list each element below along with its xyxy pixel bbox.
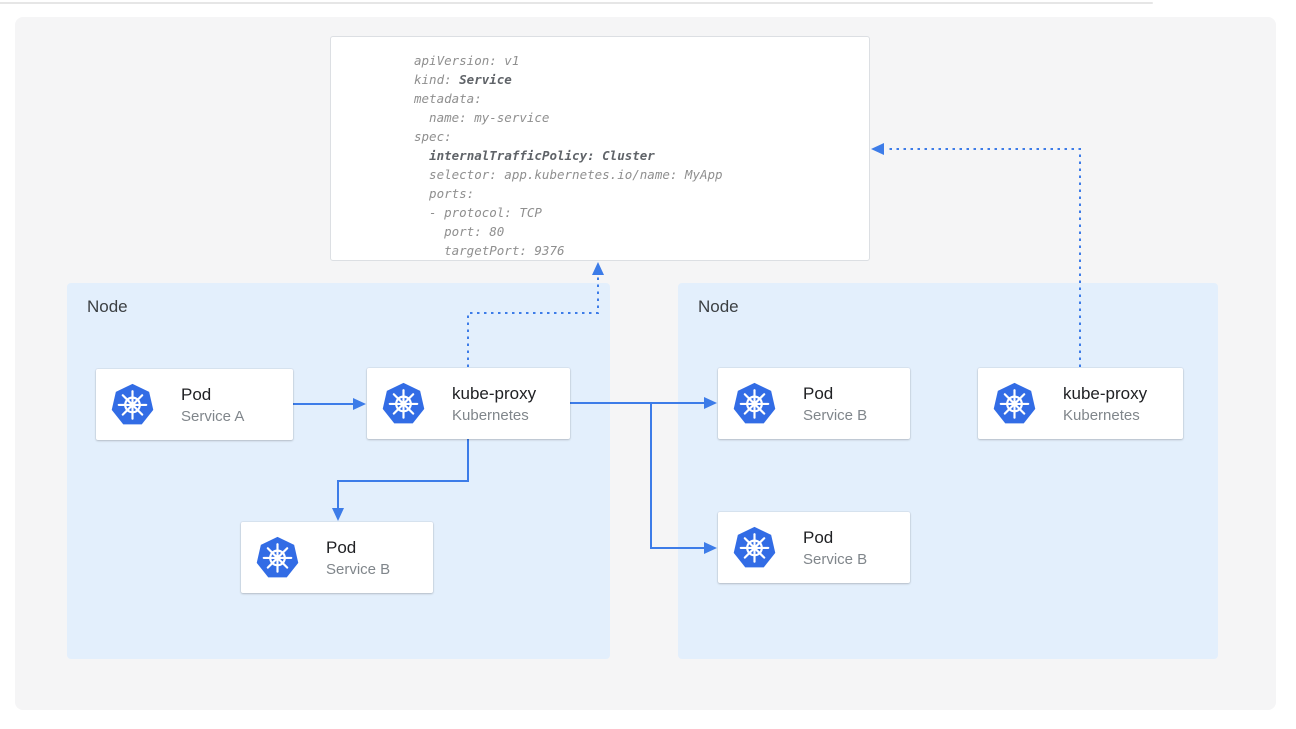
- card-title: kube-proxy: [1063, 383, 1148, 403]
- kubernetes-icon: [733, 382, 776, 425]
- node-label: Node: [87, 297, 128, 316]
- node-label: Node: [698, 297, 739, 316]
- kube-proxy-card-right: kube-proxy Kubernetes: [978, 368, 1183, 439]
- card-title: kube-proxy: [452, 383, 537, 403]
- card-subtitle: Kubernetes: [1063, 406, 1140, 424]
- yaml-line: port: 80: [414, 224, 505, 239]
- kubernetes-icon: [256, 536, 299, 579]
- yaml-line: selector: app.kubernetes.io/name: MyApp: [414, 167, 723, 182]
- service-yaml-card: apiVersion: v1 kind: Service metadata: n…: [330, 36, 870, 261]
- yaml-line: kind: Service: [414, 72, 512, 87]
- yaml-line: apiVersion: v1: [414, 53, 520, 68]
- card-title: Pod: [326, 537, 357, 557]
- kubernetes-icon: [382, 382, 425, 425]
- kubernetes-icon: [993, 382, 1036, 425]
- yaml-line: internalTrafficPolicy: Cluster: [429, 148, 655, 163]
- card-subtitle: Kubernetes: [452, 406, 529, 424]
- card-title: Pod: [803, 383, 834, 403]
- card-subtitle: Service B: [803, 406, 868, 424]
- pod-card-service-b-right-top: Pod Service B: [718, 368, 910, 439]
- pod-card-service-a: Pod Service A: [96, 369, 293, 440]
- yaml-line: targetPort: 9376: [414, 243, 565, 258]
- card-title: Pod: [803, 527, 834, 547]
- yaml-line: name: my-service: [414, 110, 550, 125]
- node-box-left: Node: [67, 283, 610, 659]
- yaml-line: - protocol: TCP: [414, 205, 542, 220]
- kube-proxy-card-left: kube-proxy Kubernetes: [367, 368, 570, 439]
- yaml-line: spec:: [414, 129, 452, 144]
- node-box-right: Node: [678, 283, 1218, 659]
- pod-card-service-b-left: Pod Service B: [241, 522, 433, 593]
- card-subtitle: Service A: [181, 407, 245, 425]
- card-title: Pod: [181, 384, 212, 404]
- top-divider-line: [0, 2, 1153, 4]
- yaml-line: metadata:: [414, 91, 482, 106]
- card-subtitle: Service B: [803, 550, 868, 568]
- card-subtitle: Service B: [326, 560, 391, 578]
- kubernetes-icon: [111, 383, 154, 426]
- pod-card-service-b-right-bottom: Pod Service B: [718, 512, 910, 583]
- yaml-line: ports:: [414, 186, 475, 201]
- kubernetes-icon: [733, 526, 776, 569]
